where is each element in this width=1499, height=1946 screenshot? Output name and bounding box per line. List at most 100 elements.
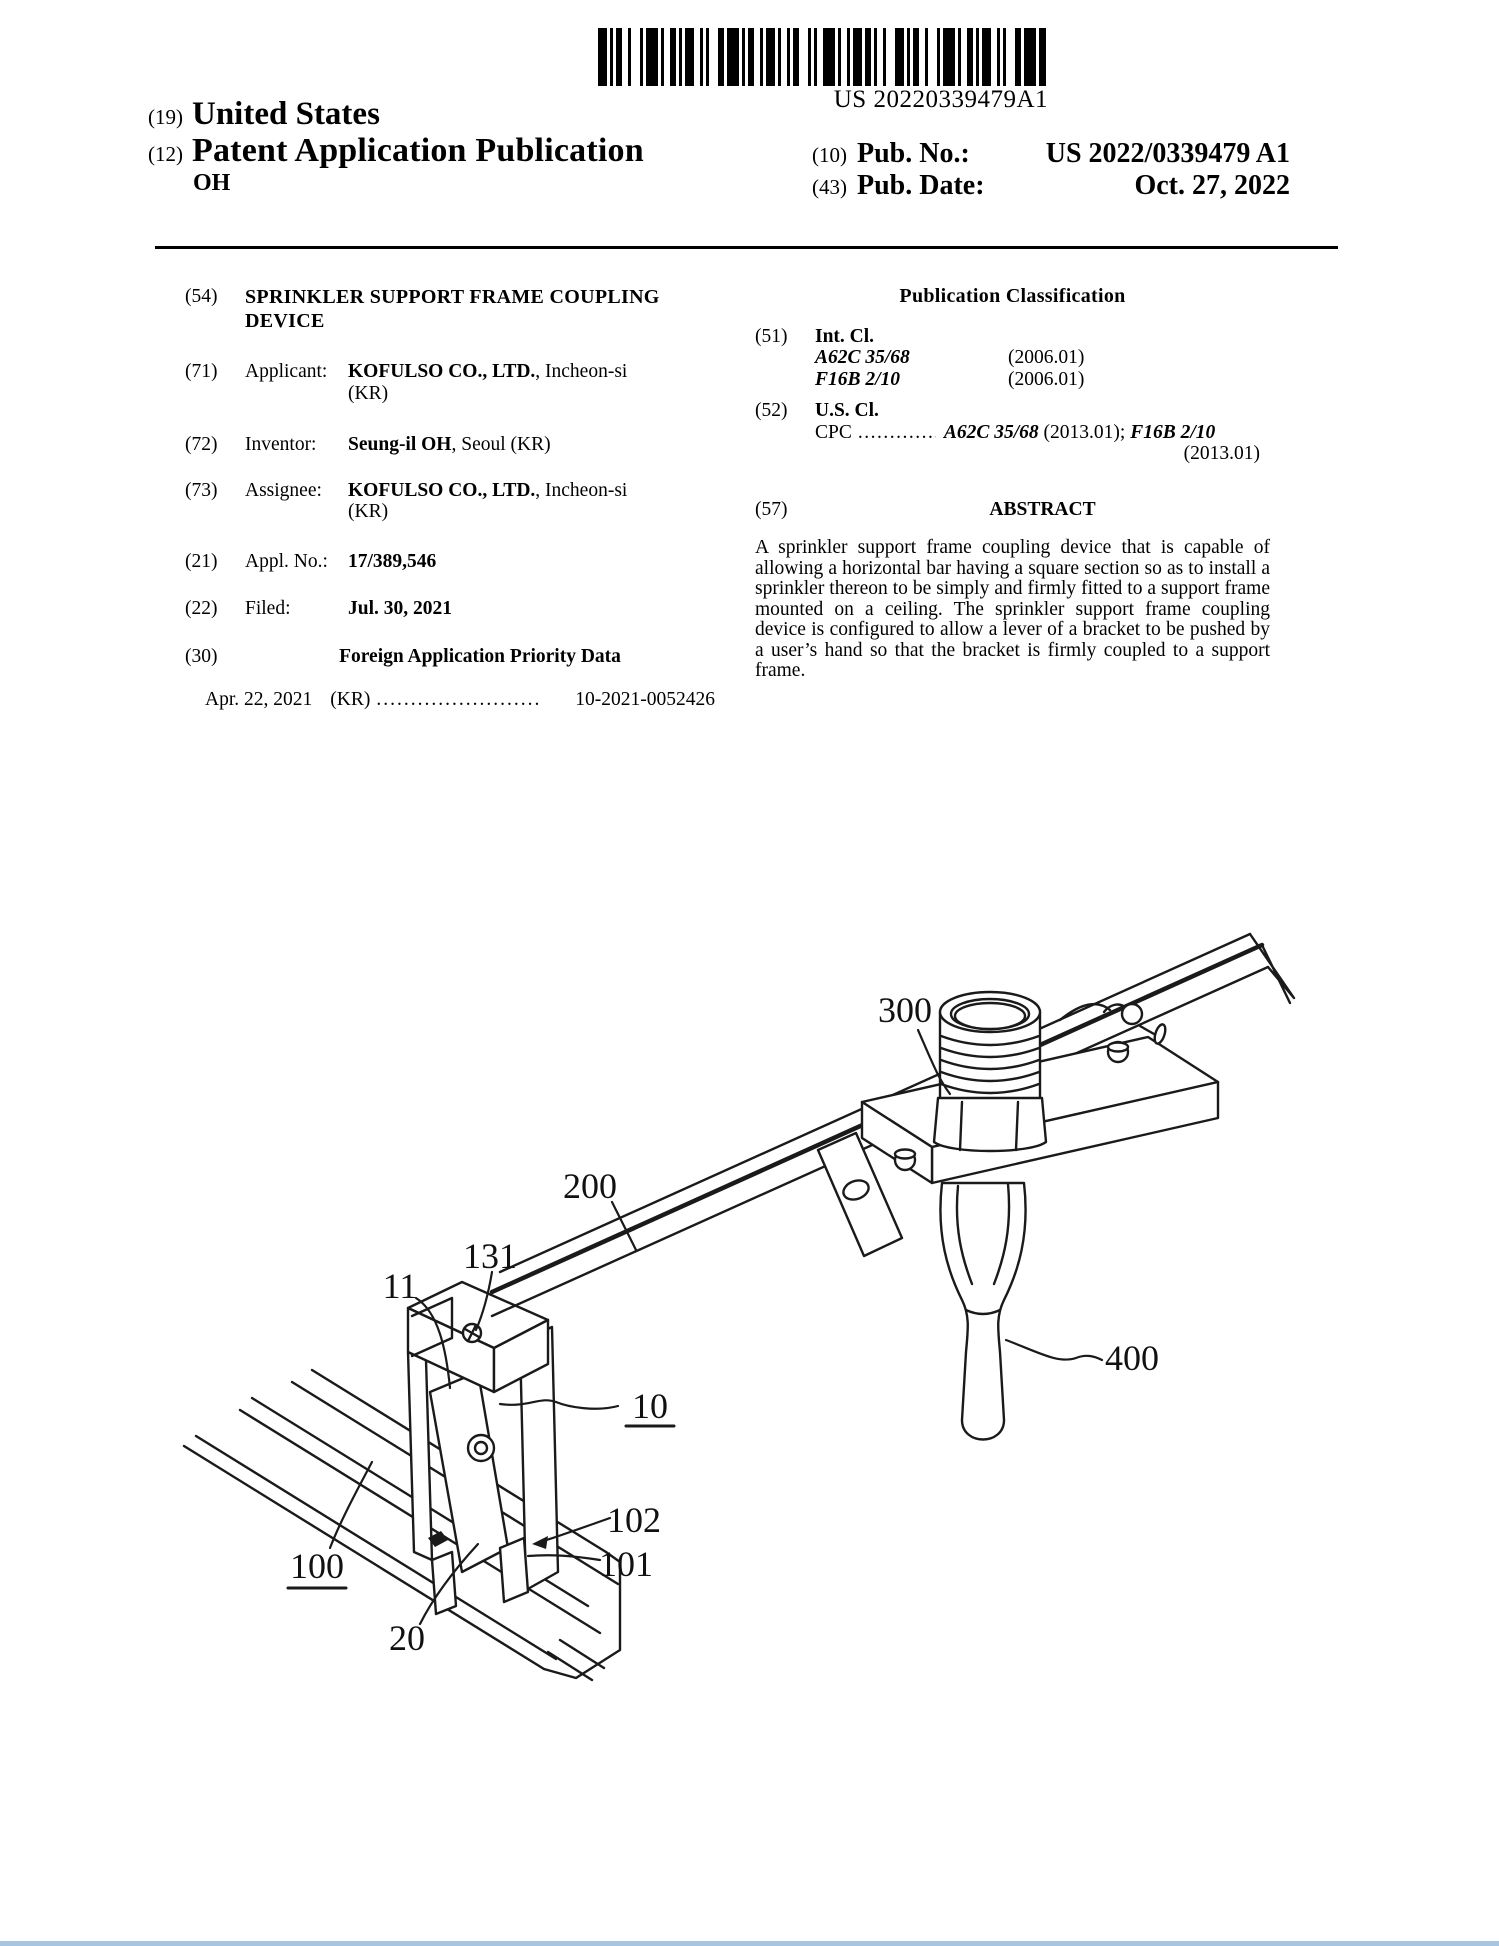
inid-code-21: (21) bbox=[185, 550, 218, 572]
inid-code-30: (30) bbox=[185, 645, 218, 667]
applicant-name: KOFULSO CO., LTD. bbox=[348, 361, 536, 382]
abstract-heading: ABSTRACT bbox=[989, 498, 1096, 520]
applicant-label: Applicant: bbox=[245, 361, 328, 382]
inid-code-54: (54) bbox=[185, 286, 218, 307]
barcode bbox=[598, 28, 1046, 86]
priority-dots: ........................ bbox=[376, 689, 542, 710]
cpc-label: CPC bbox=[815, 421, 852, 443]
doc-type: Patent Application Publication bbox=[192, 132, 644, 169]
leader-400 bbox=[1004, 1338, 1104, 1362]
leader-101 bbox=[526, 1554, 602, 1562]
leader-100 bbox=[328, 1460, 374, 1550]
cpc-class-1: A62C 35/68 bbox=[943, 421, 1039, 443]
filed-label: Filed: bbox=[245, 598, 291, 619]
inventor-rest: , Seoul (KR) bbox=[451, 434, 551, 455]
title-line-2: DEVICE bbox=[245, 309, 325, 332]
priority-date: Apr. 22, 2021 bbox=[205, 689, 313, 710]
pub-no-value: US 2022/0339479 A1 bbox=[1045, 138, 1290, 169]
sprinkler-body-drawing bbox=[939, 1181, 1027, 1441]
cpc-class-2: F16B 2/10 bbox=[1130, 421, 1216, 443]
leader-11 bbox=[414, 1296, 452, 1390]
publication-date-row: (43) Pub. Date: Oct. 27, 2022 bbox=[812, 170, 1290, 202]
int-cl-version: (2006.01) bbox=[1008, 347, 1085, 368]
priority-entry: Apr. 22, 2021 (KR) .....................… bbox=[185, 689, 715, 711]
coupling-device-drawing bbox=[406, 1280, 560, 1616]
us-cl-label: U.S. Cl. bbox=[815, 400, 879, 421]
assignee-label: Assignee: bbox=[245, 479, 322, 501]
int-cl-version: (2006.01) bbox=[1008, 368, 1085, 390]
figure-label-100: 100 bbox=[290, 1546, 344, 1586]
header-country: (19) United States bbox=[148, 96, 380, 133]
leader-lines bbox=[286, 1028, 1104, 1626]
assignee-value: KOFULSO CO., LTD., Incheon-si (KR) bbox=[348, 480, 715, 523]
inid-code-72: (72) bbox=[185, 434, 218, 455]
priority-number: 10-2021-0052426 bbox=[575, 689, 715, 710]
int-cl-content: Int. Cl. A62C 35/68 (2006.01) F16B 2/10 … bbox=[815, 326, 1270, 391]
appl-no-value: 17/389,546 bbox=[348, 550, 437, 572]
assignee-rest: , Incheon-si bbox=[535, 479, 628, 501]
figure-label-300: 300 bbox=[878, 990, 932, 1030]
cpc-mid: (2013.01); bbox=[1038, 421, 1131, 443]
field-us-cl: (52) U.S. Cl. CPC ................ A62C … bbox=[755, 400, 1270, 465]
inid-code-73: (73) bbox=[185, 479, 218, 501]
inid-code-51: (51) bbox=[755, 325, 788, 347]
inid-code-52: (52) bbox=[755, 400, 788, 421]
inid-code-12: (12) bbox=[148, 142, 183, 166]
field-applicant: (71) Applicant: KOFULSO CO., LTD., Inche… bbox=[185, 361, 715, 404]
classification-column: Publication Classification (51) Int. Cl.… bbox=[755, 285, 1270, 682]
int-cl-entry: F16B 2/10 (2006.01) bbox=[815, 369, 1270, 391]
figure-label-101: 101 bbox=[599, 1544, 653, 1584]
cpc-dots: ................ bbox=[857, 421, 936, 443]
applicant-line-2: (KR) bbox=[348, 382, 389, 404]
leader-300 bbox=[916, 1028, 952, 1096]
figure-label-131: 131 bbox=[463, 1236, 517, 1276]
appl-no-label: Appl. No.: bbox=[245, 550, 328, 572]
inid-code-71: (71) bbox=[185, 361, 218, 382]
field-appl-no: (21) Appl. No.: 17/389,546 bbox=[185, 551, 715, 573]
figure-label-200: 200 bbox=[563, 1166, 617, 1206]
header-doc-type: (12) Patent Application Publication bbox=[148, 132, 644, 170]
cpc-classes: A62C 35/68 (2013.01); F16B 2/10 bbox=[944, 422, 1215, 444]
inventor-value: Seung-il OH, Seoul (KR) bbox=[348, 434, 715, 456]
inid-code-57: (57) bbox=[755, 498, 788, 520]
field-assignee: (73) Assignee: KOFULSO CO., LTD., Incheo… bbox=[185, 480, 715, 523]
invention-title: SPRINKLER SUPPORT FRAME COUPLING DEVICE bbox=[245, 286, 715, 333]
int-cl-label: Int. Cl. bbox=[815, 325, 875, 347]
figure-label-102: 102 bbox=[607, 1500, 661, 1540]
leader-102-arrow bbox=[532, 1536, 548, 1549]
inventor-label: Inventor: bbox=[245, 434, 317, 455]
field-abstract-heading: (57) ABSTRACT bbox=[755, 499, 1270, 521]
field-filed: (22) Filed: Jul. 30, 2021 bbox=[185, 598, 715, 620]
int-cl-class: A62C 35/68 bbox=[815, 347, 910, 368]
inid-code-19: (19) bbox=[148, 105, 183, 129]
abstract-text: A sprinkler support frame coupling devic… bbox=[755, 537, 1270, 681]
publication-classification-heading: Publication Classification bbox=[899, 285, 1126, 307]
figure-label-11: 11 bbox=[383, 1266, 418, 1306]
inventor-name: Seung-il OH bbox=[348, 434, 452, 455]
int-cl-class: F16B 2/10 bbox=[815, 368, 901, 390]
pub-date-label: Pub. Date: bbox=[857, 170, 985, 201]
bibliographic-column: (54) SPRINKLER SUPPORT FRAME COUPLING DE… bbox=[185, 286, 715, 711]
priority-country: (KR) bbox=[330, 689, 371, 710]
header-divider bbox=[155, 246, 1338, 249]
inid-code-22: (22) bbox=[185, 598, 218, 619]
applicant-rest: , Incheon-si bbox=[535, 361, 628, 382]
inid-code-10: (10) bbox=[812, 143, 847, 167]
leader-10 bbox=[498, 1399, 620, 1410]
assignee-line-2: (KR) bbox=[348, 501, 389, 522]
pub-no-label: Pub. No.: bbox=[857, 138, 970, 169]
patent-figure: 300 200 131 11 10 102 101 100 20 400 bbox=[182, 932, 1296, 1682]
barcode-number: US 20220339479A1 bbox=[833, 86, 1048, 113]
publication-number-row: (10) Pub. No.: US 2022/0339479 A1 bbox=[812, 138, 1290, 170]
us-cl-content: U.S. Cl. CPC ................ A62C 35/68… bbox=[815, 400, 1270, 465]
figure-label-10: 10 bbox=[632, 1386, 668, 1426]
int-cl-entry: A62C 35/68 (2006.01) bbox=[815, 347, 1270, 369]
pub-date-value: Oct. 27, 2022 bbox=[1134, 170, 1290, 201]
assignee-name: KOFULSO CO., LTD. bbox=[348, 479, 536, 501]
leader-131 bbox=[474, 1270, 494, 1332]
figure-label-20: 20 bbox=[389, 1618, 425, 1658]
threaded-fitting-drawing bbox=[932, 990, 1048, 1153]
inid-code-43: (43) bbox=[812, 175, 847, 199]
field-foreign-priority: (30) Foreign Application Priority Data bbox=[185, 646, 715, 668]
